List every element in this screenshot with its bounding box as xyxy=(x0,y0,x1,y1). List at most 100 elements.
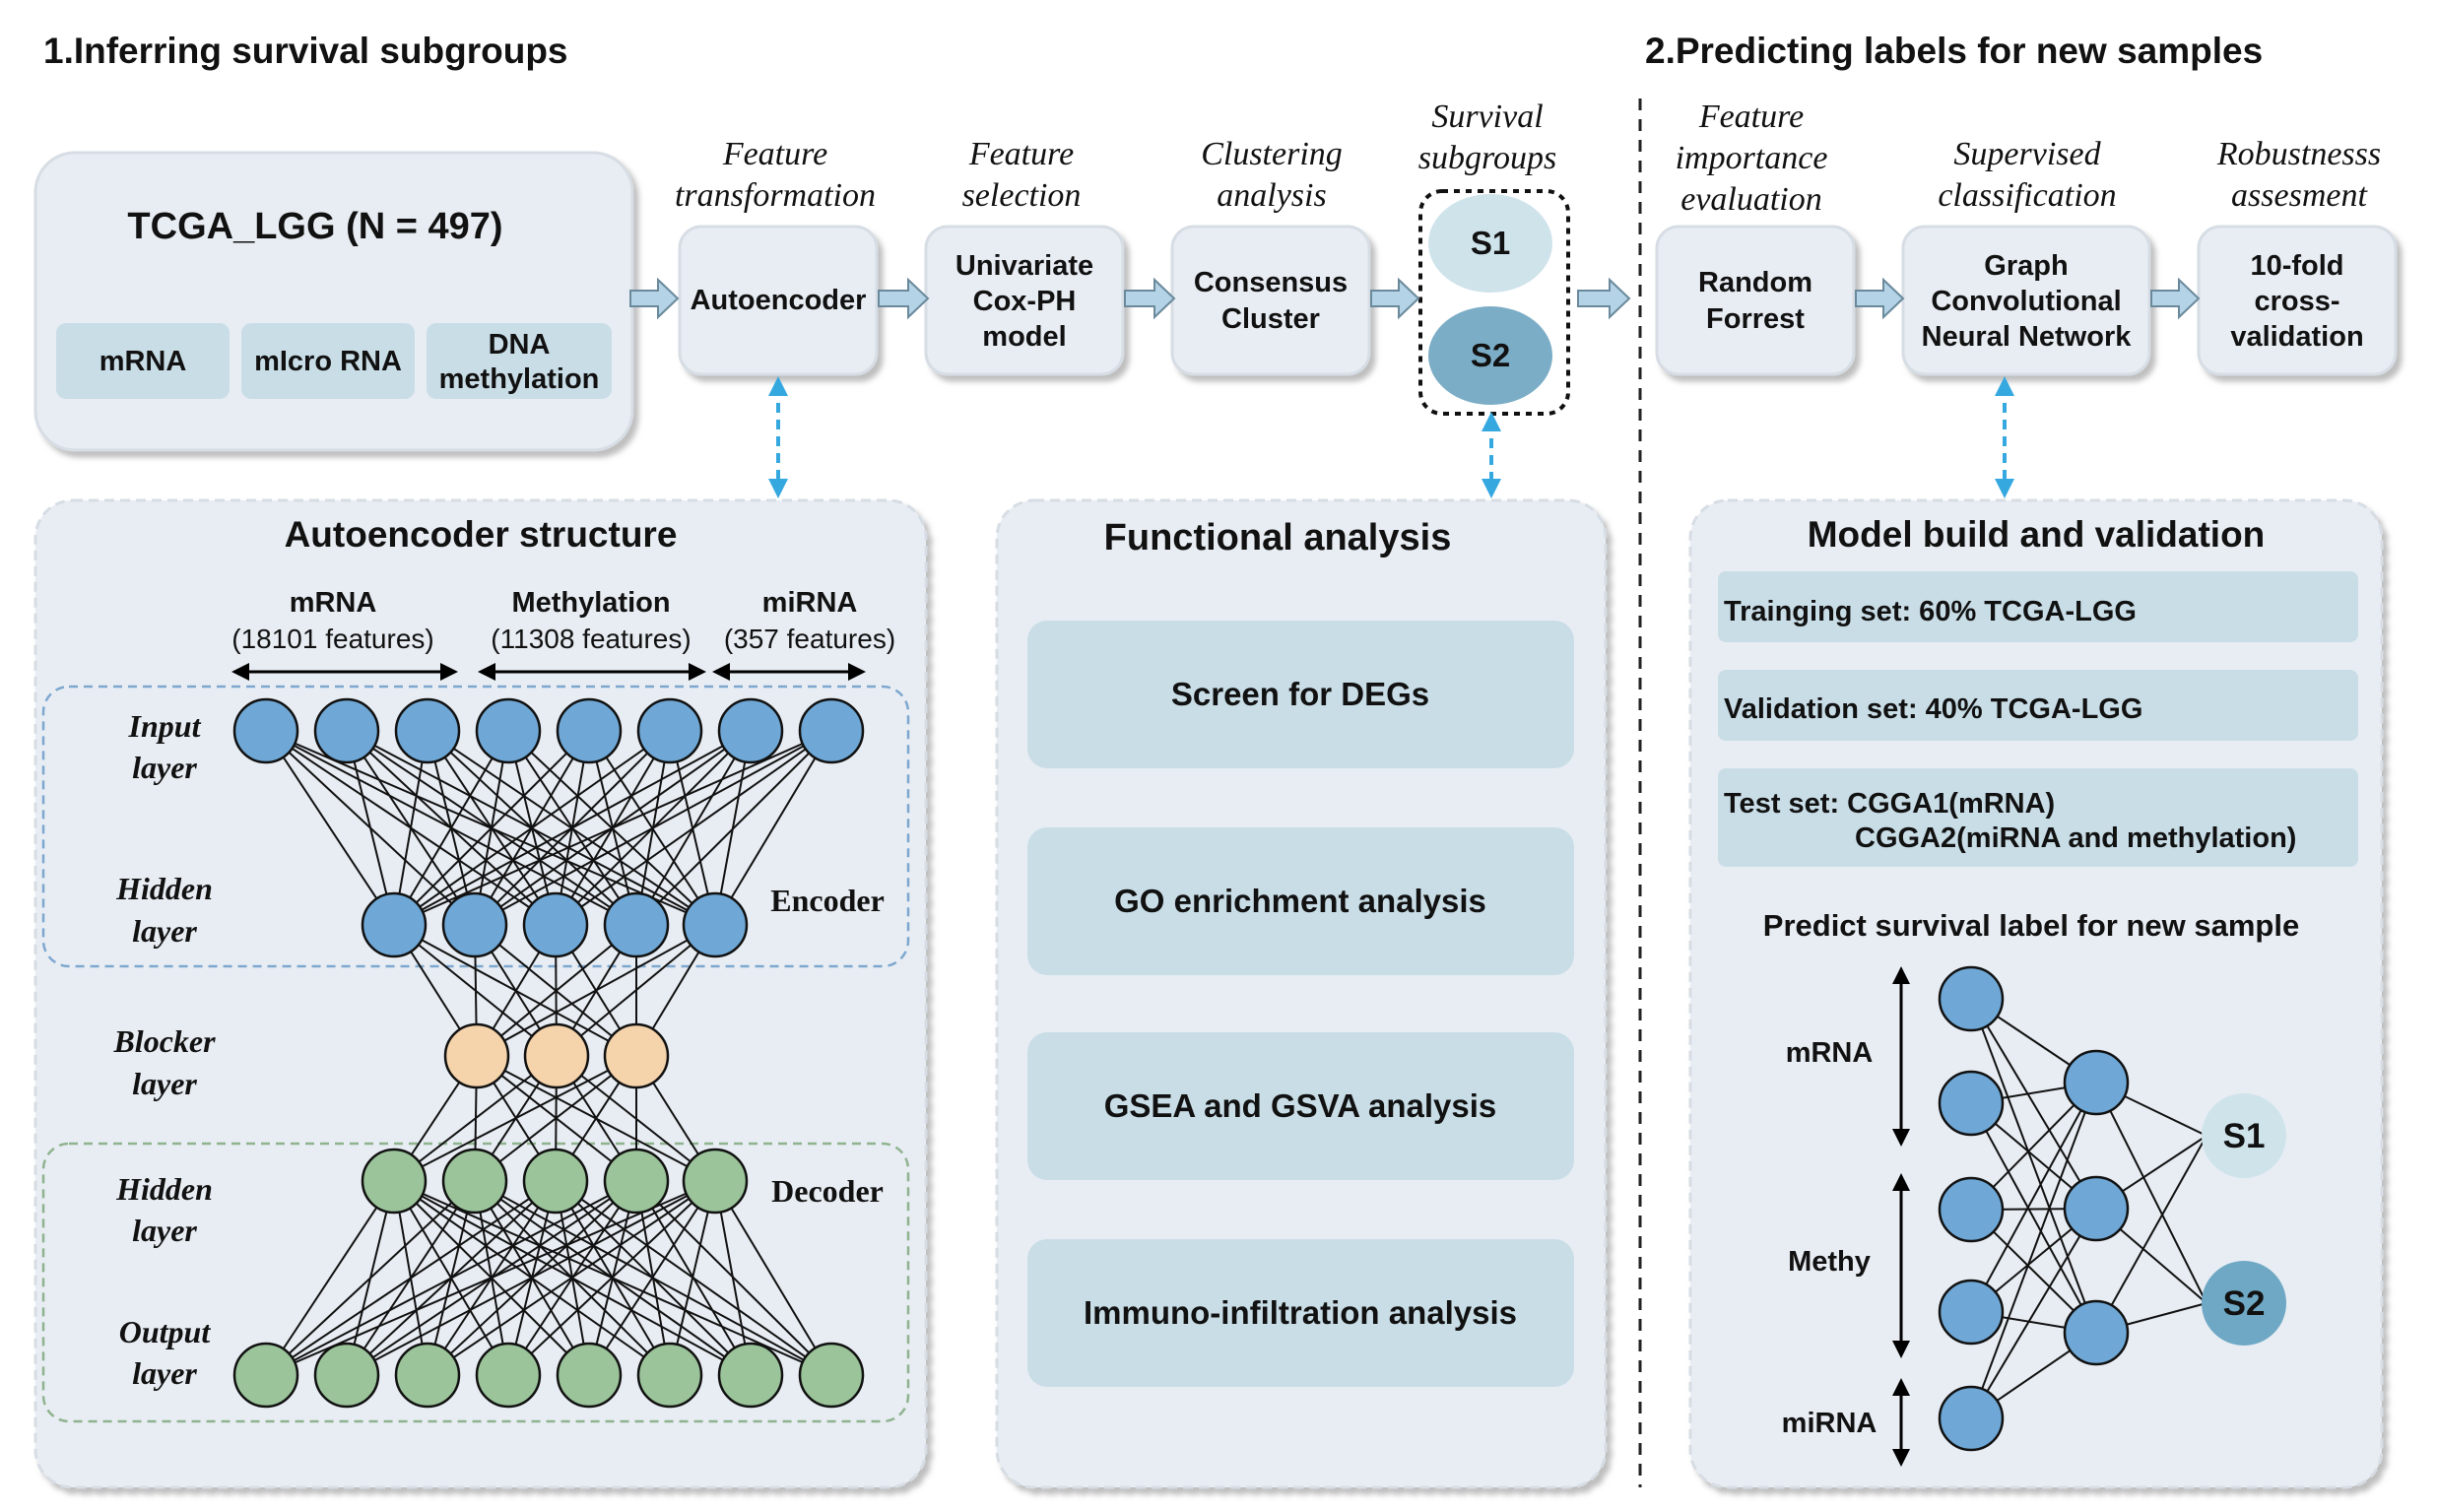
flow-arrows xyxy=(629,277,2201,320)
predict-title: Predict survival label for new sample xyxy=(1763,908,2299,943)
heading-feature-transformation-1: Feature xyxy=(722,136,827,172)
gcn-input-node xyxy=(1938,1070,2005,1137)
group-mrna-features: (18101 features) xyxy=(231,624,433,654)
autoencoder-box-label: Autoencoder xyxy=(691,285,867,316)
heading-survival-1: Survival xyxy=(1431,99,1543,135)
connection-line xyxy=(346,730,395,926)
input-node xyxy=(313,697,380,764)
flow-arrow-3 xyxy=(1124,277,1176,320)
hidden2-layer-label-1: Hidden xyxy=(115,1171,213,1207)
input-methy-label: Methy xyxy=(1788,1246,1871,1278)
input-node xyxy=(717,697,784,764)
gcn-box xyxy=(1901,225,2151,376)
output-node xyxy=(636,1342,703,1409)
s1-node xyxy=(1428,194,1552,293)
consensus-box-label-2: Cluster xyxy=(1221,303,1320,335)
connection-line xyxy=(265,1180,557,1376)
flow-arrow-7 xyxy=(2150,277,2201,320)
hidden-decoder-node xyxy=(441,1148,508,1215)
pred-s1-node xyxy=(2202,1093,2286,1178)
functional-item-2: GO enrichment analysis xyxy=(1114,883,1486,919)
connection-line xyxy=(474,730,832,926)
blocker-layer-label-1: Blocker xyxy=(112,1023,216,1059)
output-node xyxy=(798,1342,865,1409)
hidden-decoder-node xyxy=(603,1148,670,1215)
connection-line xyxy=(393,1055,637,1182)
connection-line xyxy=(393,730,428,926)
test-text-2: CGGA2(miRNA and methylation) xyxy=(1855,822,2296,854)
cox-box-label-1: Univariate xyxy=(955,250,1093,282)
connection-line xyxy=(1970,1102,2097,1334)
omics-mrna-box xyxy=(56,323,230,399)
input-layer-label-2: layer xyxy=(132,750,197,785)
flow-arrow-4 xyxy=(1370,277,1420,320)
hidden-decoder-node xyxy=(522,1148,589,1215)
gcn-input-node xyxy=(1938,1385,2005,1452)
connection-line xyxy=(714,730,832,926)
heading-importance-3: evaluation xyxy=(1680,181,1822,218)
group-methylation-name: Methylation xyxy=(511,587,670,619)
test-box xyxy=(1718,768,2358,867)
hidden-node xyxy=(441,891,508,958)
connection-line xyxy=(427,1180,716,1376)
input-layer-label-1: Input xyxy=(128,708,202,744)
input-mirna-label: miRNA xyxy=(1782,1408,1877,1439)
connection-line xyxy=(474,1055,637,1182)
connection-line xyxy=(393,730,590,926)
validation-text: Validation set: 40% TCGA-LGG xyxy=(1724,693,2142,725)
validation-box xyxy=(1718,670,2358,741)
model-panel: Model build and validation Trainging set… xyxy=(1688,498,2384,1489)
functional-item-3: GSEA and GSVA analysis xyxy=(1104,1087,1497,1124)
heading-clustering-2: analysis xyxy=(1217,177,1326,214)
pipeline-headings: Feature transformation Feature selection… xyxy=(675,99,2381,218)
connection-line xyxy=(555,730,832,926)
group-mirna-features: (357 features) xyxy=(724,624,895,654)
gcn-input-node xyxy=(1938,1279,2005,1346)
section2-title: 2.Predicting labels for new samples xyxy=(1645,31,2263,71)
connection-line xyxy=(507,1180,716,1376)
connection-line xyxy=(635,730,832,926)
heading-robustness-1: Robustnesss xyxy=(2216,136,2381,172)
section1-title: 1.Inferring survival subgroups xyxy=(43,31,568,71)
omics-mirna-label: mIcro RNA xyxy=(254,346,402,377)
group-mirna-name: miRNA xyxy=(762,587,858,619)
heading-importance-1: Feature xyxy=(1698,99,1804,135)
input-node xyxy=(394,697,461,764)
group-methylation-features: (11308 features) xyxy=(491,624,691,654)
cv-label-2: cross- xyxy=(2254,286,2339,317)
output-node xyxy=(475,1342,542,1409)
autoencoder-title: Autoencoder structure xyxy=(285,514,678,555)
output-node xyxy=(232,1342,299,1409)
autoencoder-panel: Autoencoder structure mRNA (18101 featur… xyxy=(33,498,928,1489)
omics-mrna-label: mRNA xyxy=(99,346,187,377)
connection-line xyxy=(265,1180,395,1376)
s2-node xyxy=(1428,306,1552,405)
flow-arrow-2 xyxy=(878,277,930,320)
heading-feature-transformation-2: transformation xyxy=(675,177,876,214)
flow-arrow-6 xyxy=(1855,277,1905,320)
input-node xyxy=(798,697,865,764)
connection-line xyxy=(556,924,716,1057)
blocker-node xyxy=(443,1022,510,1089)
heading-feature-selection-2: selection xyxy=(962,177,1082,214)
hidden-node xyxy=(361,891,428,958)
functional-item-1: Screen for DEGs xyxy=(1171,676,1429,712)
omics-methylation-box xyxy=(427,323,612,399)
connection-line xyxy=(393,730,832,926)
gcn-label-2: Convolutional xyxy=(1931,286,2121,317)
model-title: Model build and validation xyxy=(1808,514,2266,555)
blocker-node xyxy=(603,1022,670,1089)
functional-item-1-box xyxy=(1027,621,1574,768)
hidden-node xyxy=(603,891,670,958)
heading-importance-2: importance xyxy=(1676,140,1828,176)
connection-line xyxy=(2095,1082,2207,1304)
connection-line xyxy=(1970,998,2097,1334)
dataset-title: TCGA_LGG (N = 497) xyxy=(127,206,502,247)
output-layer-label-2: layer xyxy=(132,1355,197,1391)
heading-feature-selection-1: Feature xyxy=(968,136,1074,172)
encoder-label: Encoder xyxy=(770,883,885,918)
omics-mirna-box xyxy=(241,323,415,399)
cv-box xyxy=(2197,225,2398,376)
hidden-node xyxy=(682,891,749,958)
gcn-hidden-node xyxy=(2063,1175,2130,1242)
